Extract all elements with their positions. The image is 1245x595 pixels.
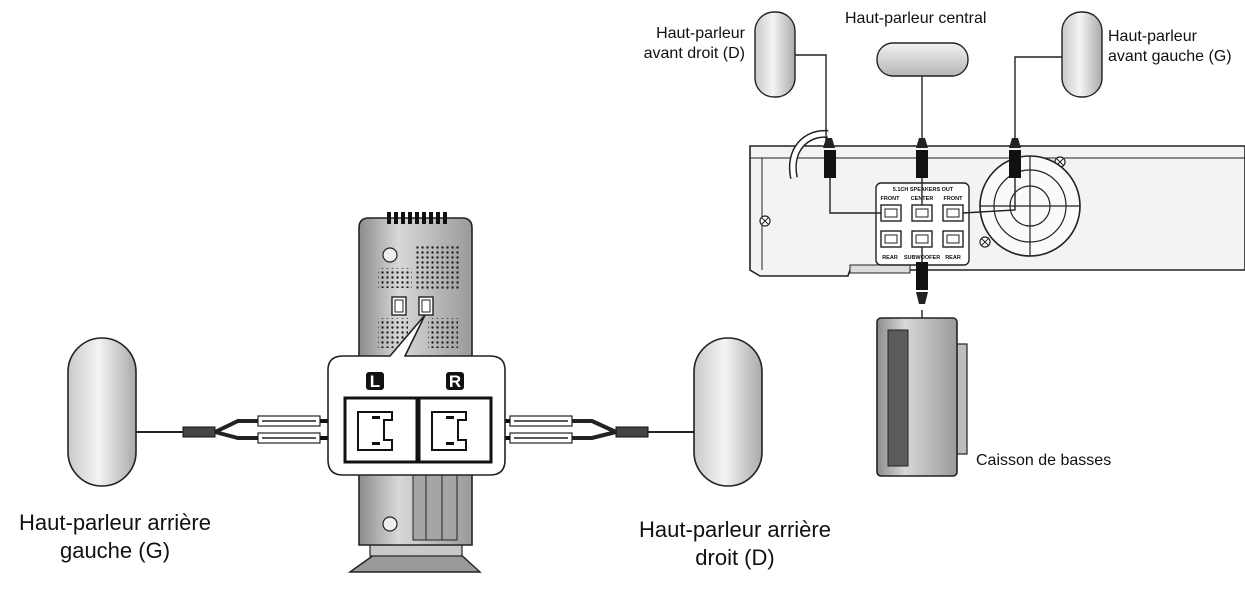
right-badge-label: R	[449, 372, 461, 391]
left-badge-label: L	[370, 372, 380, 391]
label-front-right-speaker: Haut-parleur avant droit (D)	[643, 25, 745, 62]
rear-left-cable	[136, 415, 345, 444]
panel-title: 5.1CH SPEAKERS OUT	[893, 187, 954, 193]
terminal-front-left	[942, 204, 964, 222]
subwoofer	[876, 317, 968, 477]
front-right-plug	[823, 138, 836, 178]
label-rear-right-speaker: Haut-parleur arrière droit (D)	[639, 517, 831, 570]
top-vent	[387, 212, 447, 224]
panel-label-rear-right: REAR	[882, 255, 898, 261]
rear-right-cable	[486, 415, 694, 444]
rear-right-speaker	[693, 337, 763, 487]
cooling-fan	[979, 155, 1081, 257]
left-badge-icon: L	[366, 372, 384, 391]
label-rear-left-speaker: Haut-parleur arrière gauche (G)	[19, 510, 211, 563]
center-speaker	[876, 42, 969, 77]
terminal-subwoofer	[911, 230, 933, 248]
screw-icon	[979, 236, 991, 248]
screw-icon	[759, 215, 771, 227]
speakers-out-panel: 5.1CH SPEAKERS OUT FRONT CENTER FRONT RE…	[875, 182, 970, 266]
panel-label-front-right: FRONT	[881, 196, 901, 202]
subwoofer-plug	[916, 262, 928, 304]
right-terminal	[417, 396, 493, 464]
terminal-rear-left	[942, 230, 964, 248]
front-right-speaker	[754, 11, 796, 98]
left-terminal	[343, 396, 419, 464]
label-subwoofer: Caisson de basses	[976, 452, 1112, 469]
terminal-front-right	[880, 204, 902, 222]
rear-terminal-callout: L R	[327, 314, 506, 476]
front-left-plug	[1009, 138, 1021, 178]
label-front-left-speaker: Haut-parleur avant gauche (G)	[1108, 28, 1232, 65]
panel-label-rear-left: REAR	[945, 255, 961, 261]
front-left-speaker	[1061, 11, 1103, 98]
terminal-center	[911, 204, 933, 222]
center-plug	[916, 138, 928, 178]
terminal-rear-right	[880, 230, 902, 248]
rear-left-speaker	[67, 337, 137, 487]
right-badge-icon: R	[446, 372, 464, 391]
label-center-speaker: Haut-parleur central	[845, 10, 987, 27]
panel-label-front-left: FRONT	[944, 196, 964, 202]
